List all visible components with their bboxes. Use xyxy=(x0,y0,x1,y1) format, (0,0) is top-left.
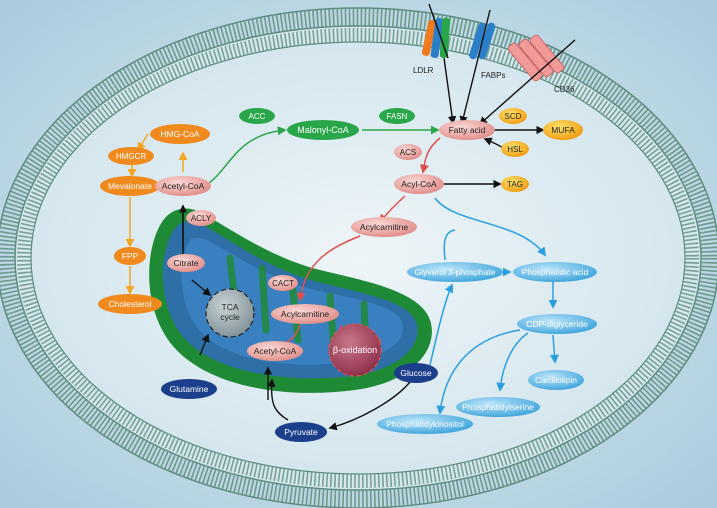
mevalonate-node: Mevalonate xyxy=(100,176,160,196)
svg-text:Acyl-CoA: Acyl-CoA xyxy=(401,179,437,189)
fabps-label: FABPs xyxy=(481,71,505,80)
svg-text:MUFA: MUFA xyxy=(551,125,575,135)
svg-text:Glyverol 3-phosphate: Glyverol 3-phosphate xyxy=(415,267,496,277)
svg-text:Citrate: Citrate xyxy=(173,258,198,268)
svg-text:β-oxidation: β-oxidation xyxy=(333,345,377,355)
svg-text:cycle: cycle xyxy=(220,312,240,322)
acly-node: ACLY xyxy=(186,210,216,226)
phosphatidic-acid-node: Phosphatidic acid xyxy=(513,262,597,282)
acylcarnitine-mito-node: Acylcarnitine xyxy=(271,304,339,324)
malonyl-coa-node: Malonyl-CoA xyxy=(287,120,359,140)
svg-text:Pyruvate: Pyruvate xyxy=(284,427,318,437)
svg-text:Acylcarnitine: Acylcarnitine xyxy=(281,309,329,319)
black-arrows xyxy=(178,125,545,431)
acs-node: ACS xyxy=(394,144,422,160)
ldlr-label: LDLR xyxy=(413,66,434,75)
svg-text:Acetyl-CoA: Acetyl-CoA xyxy=(162,181,205,191)
svg-text:Acylcarnitine: Acylcarnitine xyxy=(360,222,408,232)
tag-node: TAG xyxy=(501,176,529,192)
mufa-node: MUFA xyxy=(543,120,583,140)
svg-text:FPP: FPP xyxy=(122,251,139,261)
svg-text:SCD: SCD xyxy=(505,112,522,121)
svg-text:Glutamine: Glutamine xyxy=(170,384,209,394)
glutamine-node: Glutamine xyxy=(161,379,217,399)
acetyl-coa-cytosol-node: Acetyl-CoA xyxy=(155,176,211,196)
svg-text:HSL: HSL xyxy=(507,145,523,154)
svg-text:Mevalonate: Mevalonate xyxy=(108,181,152,191)
cholesterol-node: Cholesterol xyxy=(98,294,162,314)
hmg-coa-node: HMG-CoA xyxy=(150,124,210,144)
svg-text:CACT: CACT xyxy=(272,279,294,288)
svg-text:TCA: TCA xyxy=(222,302,239,312)
pyruvate-node: Pyruvate xyxy=(275,422,327,442)
glucose-node: Glucose xyxy=(394,363,438,383)
svg-text:ACS: ACS xyxy=(400,148,416,157)
svg-text:Glucose: Glucose xyxy=(400,368,431,378)
svg-text:HMG-CoA: HMG-CoA xyxy=(160,129,200,139)
fatty-acid-node: Fatty acid xyxy=(439,120,495,140)
svg-text:HMGCR: HMGCR xyxy=(116,152,146,161)
svg-text:CDP-diglyceride: CDP-diglyceride xyxy=(526,319,588,329)
synthesis-arrows xyxy=(205,125,440,186)
svg-text:Malonyl-CoA: Malonyl-CoA xyxy=(297,125,349,135)
glycerol-3-phosphate-node: Glyverol 3-phosphate xyxy=(407,262,503,282)
cact-node: CACT xyxy=(268,275,298,291)
svg-text:Phosphatidic acid: Phosphatidic acid xyxy=(522,267,589,277)
svg-text:FASN: FASN xyxy=(387,112,408,121)
hmgcr-node: HMGCR xyxy=(108,147,154,165)
phospholipid-arrows xyxy=(429,197,559,415)
acylcarnitine-cytosol-node: Acylcarnitine xyxy=(351,217,417,237)
svg-text:Acetyl-CoA: Acetyl-CoA xyxy=(254,346,297,356)
cardiolipin-node: Cardiiolipin xyxy=(528,370,584,390)
svg-text:Fatty acid: Fatty acid xyxy=(449,125,486,135)
cholesterol-pathway-arrows xyxy=(125,133,188,295)
acetyl-coa-mito-node: Acetyl-CoA xyxy=(247,341,303,361)
svg-text:TAG: TAG xyxy=(507,180,523,189)
svg-text:ACLY: ACLY xyxy=(191,214,212,223)
fpp-node: FPP xyxy=(114,247,146,265)
tca-cycle-node: TCA cycle xyxy=(205,288,255,338)
acyl-coa-node: Acyl-CoA xyxy=(394,174,444,194)
beta-oxidation-node: β-oxidation xyxy=(328,323,382,377)
cd36-label: CD36 xyxy=(554,85,575,94)
svg-text:Phosphatidylserine: Phosphatidylserine xyxy=(462,402,534,412)
svg-text:Cholesterol: Cholesterol xyxy=(109,299,152,309)
cdp-diglyceride-node: CDP-diglyceride xyxy=(517,314,597,334)
phosphatidylserine-node: Phosphatidylserine xyxy=(456,397,540,417)
fabps-transporter xyxy=(469,22,496,60)
ldlr-receptor xyxy=(421,3,451,59)
svg-text:Cardiiolipin: Cardiiolipin xyxy=(535,375,577,385)
citrate-node: Citrate xyxy=(167,254,205,272)
acc-node: ACC xyxy=(239,108,275,124)
fasn-node: FASN xyxy=(379,108,415,124)
svg-text:ACC: ACC xyxy=(249,112,266,121)
hsl-node: HSL xyxy=(501,141,529,157)
scd-node: SCD xyxy=(499,108,527,124)
svg-text:Phosphatidykinositol: Phosphatidykinositol xyxy=(386,419,464,429)
uptake-arrows xyxy=(443,9,576,126)
phosphatidylinositol-node: Phosphatidykinositol xyxy=(377,414,473,434)
